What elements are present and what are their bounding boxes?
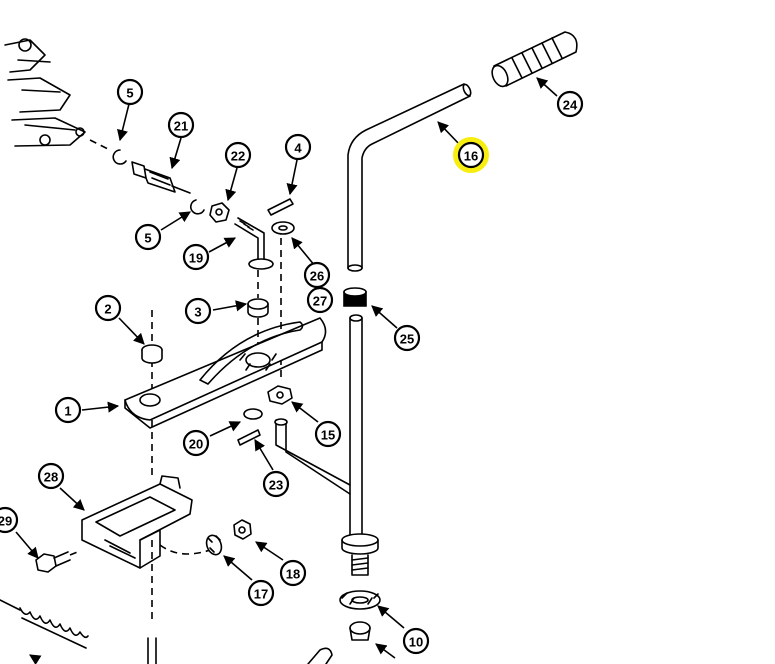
clip-ring-5-lower [190,199,205,215]
callout-ring [284,133,312,161]
callout-21: 21 [167,111,195,139]
callout-5: 5 [116,78,144,106]
callout-ring [37,462,65,490]
callout-26: 26 [303,261,331,289]
washer-26 [271,221,295,235]
washer-20 [243,408,263,420]
callout-label: 25 [400,332,414,347]
callout-18: 18 [279,559,307,587]
callout-ring [279,559,307,587]
callout-19: 19 [182,243,210,271]
callout-label: 4 [294,141,302,156]
spring [0,599,89,649]
bolt-29 [35,550,81,573]
bracket-plate-1 [124,317,327,429]
callout-ring [182,243,210,271]
callout-label: 16 [464,149,478,164]
callout-4: 4 [284,133,312,161]
callout-28: 28 [37,462,65,490]
callout-27: 27 [306,286,334,314]
callout-23: 23 [262,470,290,498]
callout-ring [314,420,342,448]
callout-label: 20 [189,437,203,452]
callout-label: 21 [174,119,188,134]
callout-24: 24 [556,90,584,118]
callout-ring [262,470,290,498]
callout-ring [184,297,212,325]
callout-ring [0,506,19,534]
callout-29: 29 [0,506,19,534]
lever-rod-16 [347,83,472,272]
bracket-28 [81,475,193,569]
callout-ring [54,396,82,424]
callout-label: 2 [104,302,111,317]
callout-22: 22 [224,141,252,169]
callout-ring [134,223,162,251]
nut-18 [233,519,252,540]
callout-label: 29 [0,514,12,529]
callout-16-highlighted: 16 [453,137,489,173]
nut-22 [209,202,230,223]
callout-ring [457,141,485,169]
linkage-fragment [4,38,111,151]
part-stub-bottom-right [307,647,333,664]
callout-label: 1 [64,404,71,419]
callout-ring [94,294,122,322]
callout-label: 3 [194,305,201,320]
callout-label: 10 [409,635,423,650]
grip-24 [491,31,578,88]
callout-label: 26 [310,269,324,284]
callout-label: 15 [321,428,335,443]
callout-25: 25 [393,324,421,352]
rod-stub-bottom [147,637,157,664]
bushing-3 [247,298,269,318]
callout-label: 22 [231,149,245,164]
callout-17: 17 [247,579,275,607]
callout-label: 24 [563,98,578,113]
callout-1: 1 [54,396,82,424]
callout-15: 15 [314,420,342,448]
callout-label: 27 [313,294,327,309]
bent-pin-19 [234,217,274,270]
callout-2: 2 [94,294,122,322]
spacer-stud-21 [131,161,191,194]
nut-15 [267,385,293,405]
callout-3: 3 [184,297,212,325]
leader-lines [15,77,558,664]
bushing-25 [343,287,367,307]
nut-2 [141,344,163,364]
callout-10: 10 [402,627,430,655]
callout-5: 5 [134,223,162,251]
lock-washer-17 [205,534,223,556]
callout-ring [167,111,195,139]
callout-ring [224,141,252,169]
shift-lever-lower [274,314,379,576]
callout-label: 5 [126,86,133,101]
callout-label: 19 [189,251,203,266]
link-dash-28 [159,544,211,555]
clip-ring-5-upper [112,149,127,165]
callout-label: 28 [44,470,58,485]
callout-label: 23 [269,478,283,493]
callout-ring [556,90,584,118]
cotter-pin-23 [237,429,261,446]
callout-20: 20 [182,429,210,457]
callout-ring [402,627,430,655]
callout-label: 17 [254,587,268,602]
callout-ring [306,286,334,314]
callout-ring [116,78,144,106]
callout-ring [247,579,275,607]
callout-label: 18 [286,567,300,582]
callout-ring [303,261,331,289]
lock-washer-10 [339,590,381,641]
cotter-pin-4 [267,198,294,216]
callout-label: 5 [144,231,151,246]
callout-ring [182,429,210,457]
callout-ring [393,324,421,352]
